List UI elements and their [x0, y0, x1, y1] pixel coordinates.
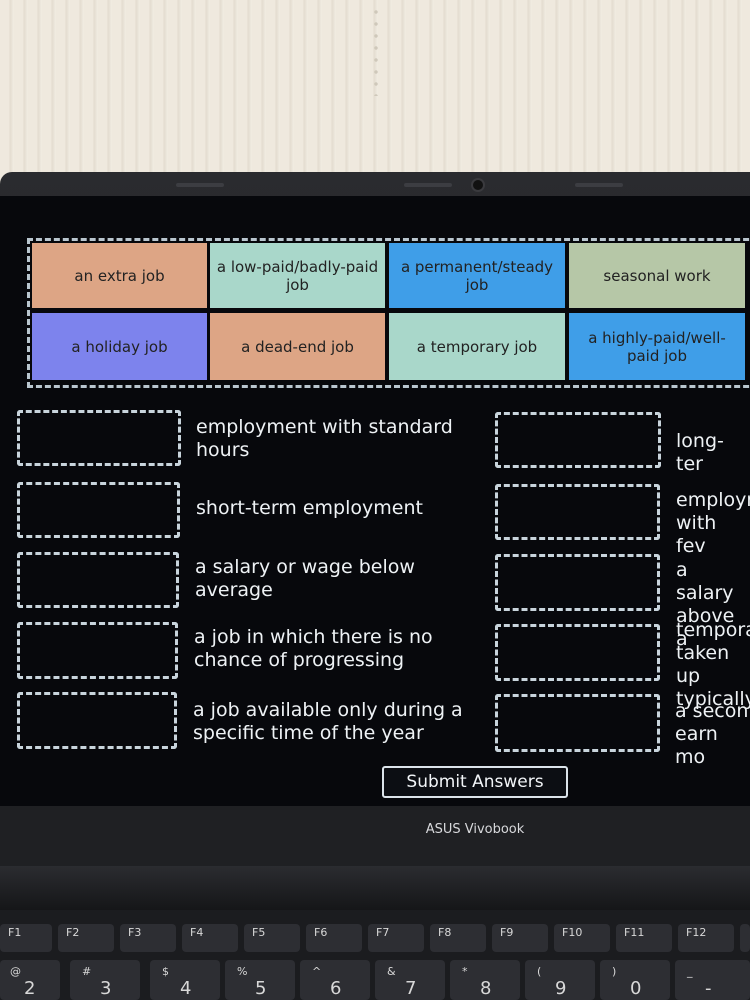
function-key[interactable]: F4: [182, 924, 238, 952]
number-key[interactable]: #3: [70, 960, 140, 1000]
screen-bottom-bezel: [0, 806, 750, 866]
laptop-hinge: [0, 866, 750, 910]
number-key[interactable]: &7: [375, 960, 445, 1000]
number-key[interactable]: %5: [225, 960, 295, 1000]
definition-text: short-term employment: [196, 497, 423, 519]
definition-text: employn with fev: [676, 489, 750, 557]
definition-text: a job in which there is no chance of pro…: [194, 626, 433, 671]
number-key[interactable]: )0: [600, 960, 670, 1000]
drop-target[interactable]: [495, 554, 660, 611]
drop-target[interactable]: [495, 412, 661, 468]
number-key[interactable]: ^6: [300, 960, 370, 1000]
option-tile[interactable]: a temporary job: [389, 313, 565, 380]
number-key[interactable]: _-: [675, 960, 750, 1000]
number-key[interactable]: (9: [525, 960, 595, 1000]
function-key[interactable]: F1: [0, 924, 52, 952]
function-key[interactable]: F6: [306, 924, 362, 952]
drop-target[interactable]: [495, 624, 660, 681]
function-key[interactable]: F8: [430, 924, 486, 952]
wall-plate: [373, 6, 379, 96]
function-key[interactable]: F11: [616, 924, 672, 952]
drop-target[interactable]: [17, 552, 179, 608]
drop-target[interactable]: [495, 484, 660, 540]
drop-target[interactable]: [495, 694, 660, 752]
option-tile[interactable]: a holiday job: [32, 313, 207, 380]
answer-options-area: [27, 238, 750, 388]
option-tile[interactable]: a low-paid/badly-paid job: [210, 243, 385, 308]
option-tile[interactable]: a dead-end job: [210, 313, 385, 380]
lid-notch: [176, 183, 224, 187]
keyboard: F1 F2 F3 F4 F5 F6 F7 F8 F9 F10 F11 F12 @…: [0, 910, 750, 1000]
definition-text: tempora taken up typically: [676, 619, 750, 710]
definition-text: a salary above a: [676, 559, 735, 650]
option-tile[interactable]: seasonal work: [569, 243, 745, 308]
function-key[interactable]: F3: [120, 924, 176, 952]
option-tile[interactable]: a permanent/steady job: [389, 243, 565, 308]
lid-notch: [575, 183, 623, 187]
function-key[interactable]: F10: [554, 924, 610, 952]
definition-text: employment with standard hours: [196, 416, 453, 461]
function-key[interactable]: F9: [492, 924, 548, 952]
number-key[interactable]: @2: [0, 960, 60, 1000]
lid-notch: [404, 183, 452, 187]
function-key[interactable]: F7: [368, 924, 424, 952]
function-key[interactable]: [740, 924, 750, 952]
function-key[interactable]: F12: [678, 924, 734, 952]
definition-text: a secon earn mo: [675, 700, 749, 768]
definition-text: a job available only during a specific t…: [193, 699, 463, 744]
drop-target[interactable]: [17, 622, 178, 679]
submit-answers-button[interactable]: Submit Answers: [382, 766, 568, 798]
number-key[interactable]: $4: [150, 960, 220, 1000]
number-key[interactable]: *8: [450, 960, 520, 1000]
option-tile[interactable]: a highly-paid/well-paid job: [569, 313, 745, 380]
definition-text: a salary or wage below average: [195, 556, 415, 601]
brand-label: ASUS Vivobook: [425, 822, 525, 837]
drop-target[interactable]: [17, 692, 177, 749]
function-key[interactable]: F5: [244, 924, 300, 952]
option-tile[interactable]: an extra job: [32, 243, 207, 308]
function-key[interactable]: F2: [58, 924, 114, 952]
drop-target[interactable]: [17, 482, 180, 538]
definition-text: long-ter: [676, 430, 724, 475]
webcam: [471, 178, 485, 192]
drop-target[interactable]: [17, 410, 181, 466]
